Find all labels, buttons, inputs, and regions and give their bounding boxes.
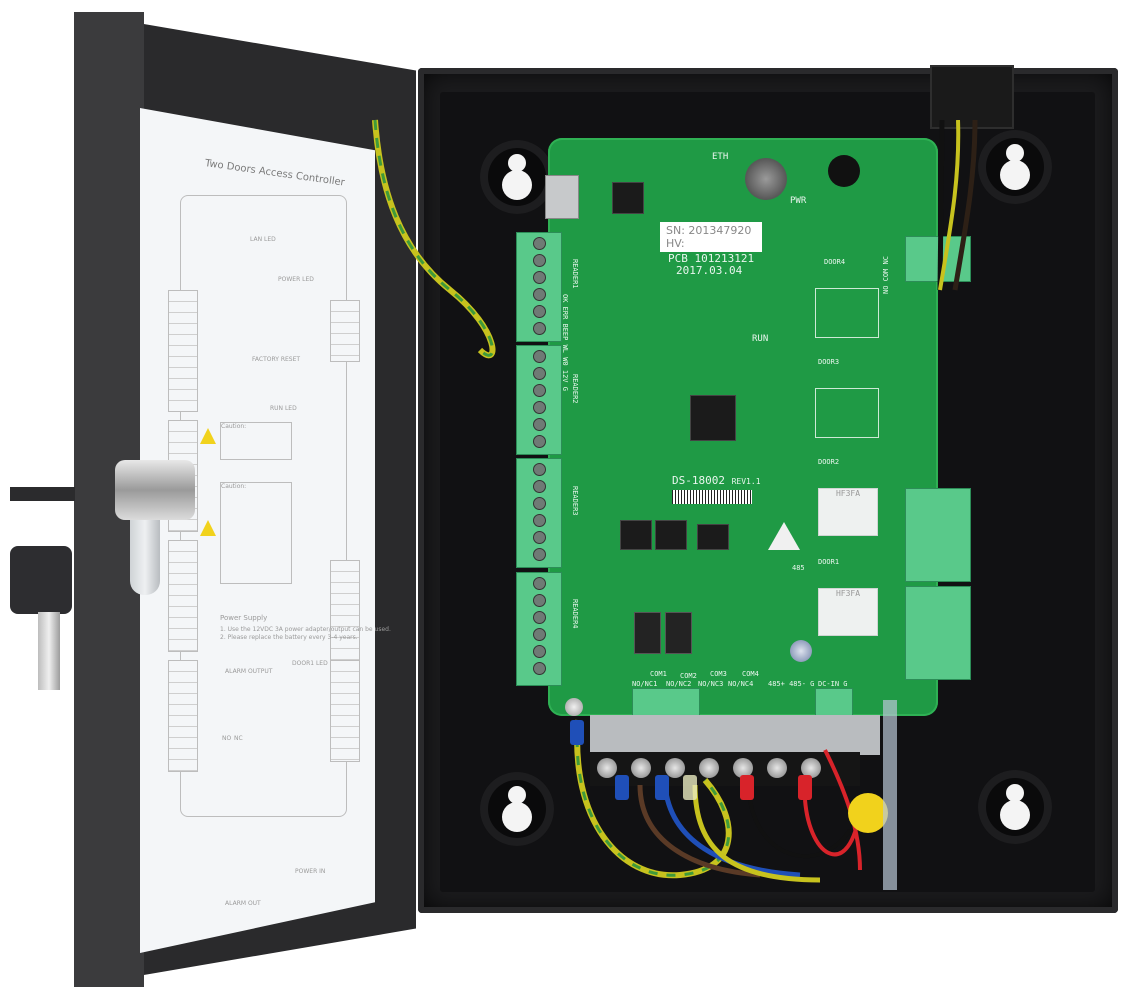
ethernet-port[interactable] bbox=[545, 175, 579, 219]
terminal-screw bbox=[767, 758, 787, 778]
door3-label: DOOR3 bbox=[818, 358, 840, 366]
key-holder-tag bbox=[10, 487, 75, 501]
ic-chip bbox=[612, 182, 644, 214]
reader3-label: READER3 bbox=[571, 486, 579, 516]
diagram-terminal-block bbox=[168, 540, 198, 652]
ic-chip bbox=[697, 524, 729, 550]
factory-reset-label: FACTORY RESET bbox=[252, 356, 301, 363]
nonc2-label: NO/NC2 bbox=[666, 680, 692, 688]
power-supply-line-2: 2. Please replace the battery every 3-4 … bbox=[220, 634, 358, 641]
rs485-small-label: 485 bbox=[792, 564, 805, 572]
diagram-terminal-block bbox=[168, 290, 198, 412]
power-supply-title: Power Supply bbox=[220, 614, 268, 622]
relay-pins-label: NO COM NC bbox=[882, 256, 890, 294]
diagram-terminal-block bbox=[330, 300, 360, 362]
caution-box-1: Caution: bbox=[220, 422, 292, 460]
nc-label: NC bbox=[234, 735, 243, 742]
mounting-hole-top-right bbox=[978, 130, 1052, 204]
buzzer bbox=[828, 155, 860, 187]
cam-lock-tab bbox=[130, 520, 160, 595]
nonc1-label: NO/NC1 bbox=[632, 680, 658, 688]
key-head[interactable] bbox=[10, 546, 72, 614]
dc-in-label: DC-IN G bbox=[818, 680, 848, 688]
diagram-terminal-block bbox=[330, 560, 360, 662]
eth-label: ETH bbox=[712, 152, 729, 162]
power-supply-line-1: 1. Use the 12VDC 3A power adapter/output… bbox=[220, 626, 391, 633]
relay-door1: HF3FA bbox=[818, 588, 878, 636]
relay-footprint-door3 bbox=[815, 388, 879, 438]
capacitor bbox=[790, 640, 812, 662]
caution-warning-icon bbox=[200, 428, 216, 444]
power-supply-unit bbox=[590, 715, 880, 755]
key-blade bbox=[38, 612, 60, 690]
com4-label: COM4 bbox=[742, 670, 759, 678]
run-led-label: RUN LED bbox=[270, 405, 297, 412]
main-processor-chip bbox=[690, 395, 736, 441]
door1-label: DOOR1 bbox=[818, 558, 840, 566]
reader3-terminal-block[interactable] bbox=[516, 458, 562, 568]
power-in-label: POWER IN bbox=[295, 868, 326, 875]
alarm-output-label: ALARM OUTPUT bbox=[225, 668, 273, 675]
relay-door2: HF3FA bbox=[818, 488, 878, 536]
mains-terminal-strip bbox=[590, 752, 860, 786]
no-label: NO bbox=[222, 735, 232, 742]
pcb-date: 2017.03.04 bbox=[676, 264, 743, 277]
diagram-terminal-block bbox=[168, 660, 198, 772]
mains-wiring bbox=[570, 719, 862, 883]
reader1-terminal-block[interactable] bbox=[516, 232, 562, 342]
relay-footprint-door4 bbox=[815, 288, 879, 338]
door4-label: DOOR4 bbox=[824, 258, 846, 266]
pcb-code: PCB 101213121 bbox=[668, 252, 755, 265]
reader2-label: READER2 bbox=[571, 374, 579, 404]
earth-ground-symbol-icon bbox=[848, 793, 888, 833]
run-label: RUN bbox=[752, 334, 769, 344]
mounting-hole-bottom-right bbox=[978, 770, 1052, 844]
terminal-screw bbox=[631, 758, 651, 778]
terminal-screw bbox=[733, 758, 753, 778]
lan-led-label: LAN LED bbox=[250, 236, 276, 243]
door1-terminal-block[interactable] bbox=[905, 586, 971, 680]
spiral-cable-wrap bbox=[883, 700, 897, 890]
rs485-label: 485+ 485- G bbox=[768, 680, 815, 688]
alarm-relay-1 bbox=[634, 612, 661, 654]
reader2-terminal-block[interactable] bbox=[516, 345, 562, 455]
diagram-terminal-block bbox=[330, 660, 360, 762]
reader4-label: READER4 bbox=[571, 599, 579, 629]
ground-ring-terminal bbox=[565, 698, 583, 716]
com3-label: COM3 bbox=[710, 670, 727, 678]
alarm-out-label: ALARM OUT bbox=[225, 900, 261, 907]
ic-chip bbox=[655, 520, 687, 550]
power-led-label: POWER LED bbox=[278, 276, 314, 283]
door2-terminal-block[interactable] bbox=[905, 488, 971, 582]
high-voltage-warning-icon bbox=[768, 522, 800, 550]
com2-label: COM2 bbox=[680, 672, 697, 680]
cam-lock-cylinder[interactable] bbox=[115, 460, 195, 520]
door1-led-label: DOOR1 LED bbox=[292, 660, 328, 667]
mounting-hole-bottom-left bbox=[480, 772, 554, 846]
barcode-sticker bbox=[672, 490, 752, 504]
terminal-screw bbox=[801, 758, 821, 778]
nonc4-label: NO/NC4 bbox=[728, 680, 754, 688]
caution-warning-icon bbox=[200, 520, 216, 536]
reader1-label: READER1 bbox=[571, 259, 579, 289]
ic-chip bbox=[620, 520, 652, 550]
nonc3-label: NO/NC3 bbox=[698, 680, 724, 688]
model-label: DS-18002 REV1.1 bbox=[672, 474, 761, 487]
door2-label: DOOR2 bbox=[818, 458, 840, 466]
caution-box-2: Caution: bbox=[220, 482, 292, 584]
mounting-hole-top-left bbox=[480, 140, 554, 214]
com1-label: COM1 bbox=[650, 670, 667, 678]
backup-battery bbox=[745, 158, 787, 200]
serial-number-sticker: SN: 201347920 HV: bbox=[660, 222, 762, 252]
pwr-label: PWR bbox=[790, 196, 807, 206]
cable-entry-gland bbox=[930, 65, 1014, 129]
ground-wire-door bbox=[372, 119, 496, 359]
reader1-pins-label: OK ERR BEEP WL W0 12V G bbox=[561, 294, 569, 391]
terminal-screw bbox=[699, 758, 719, 778]
reader4-terminal-block[interactable] bbox=[516, 572, 562, 686]
cable-gland-wiring bbox=[937, 120, 978, 291]
terminal-screw bbox=[597, 758, 617, 778]
alarm-relay-2 bbox=[665, 612, 692, 654]
terminal-screw bbox=[665, 758, 685, 778]
